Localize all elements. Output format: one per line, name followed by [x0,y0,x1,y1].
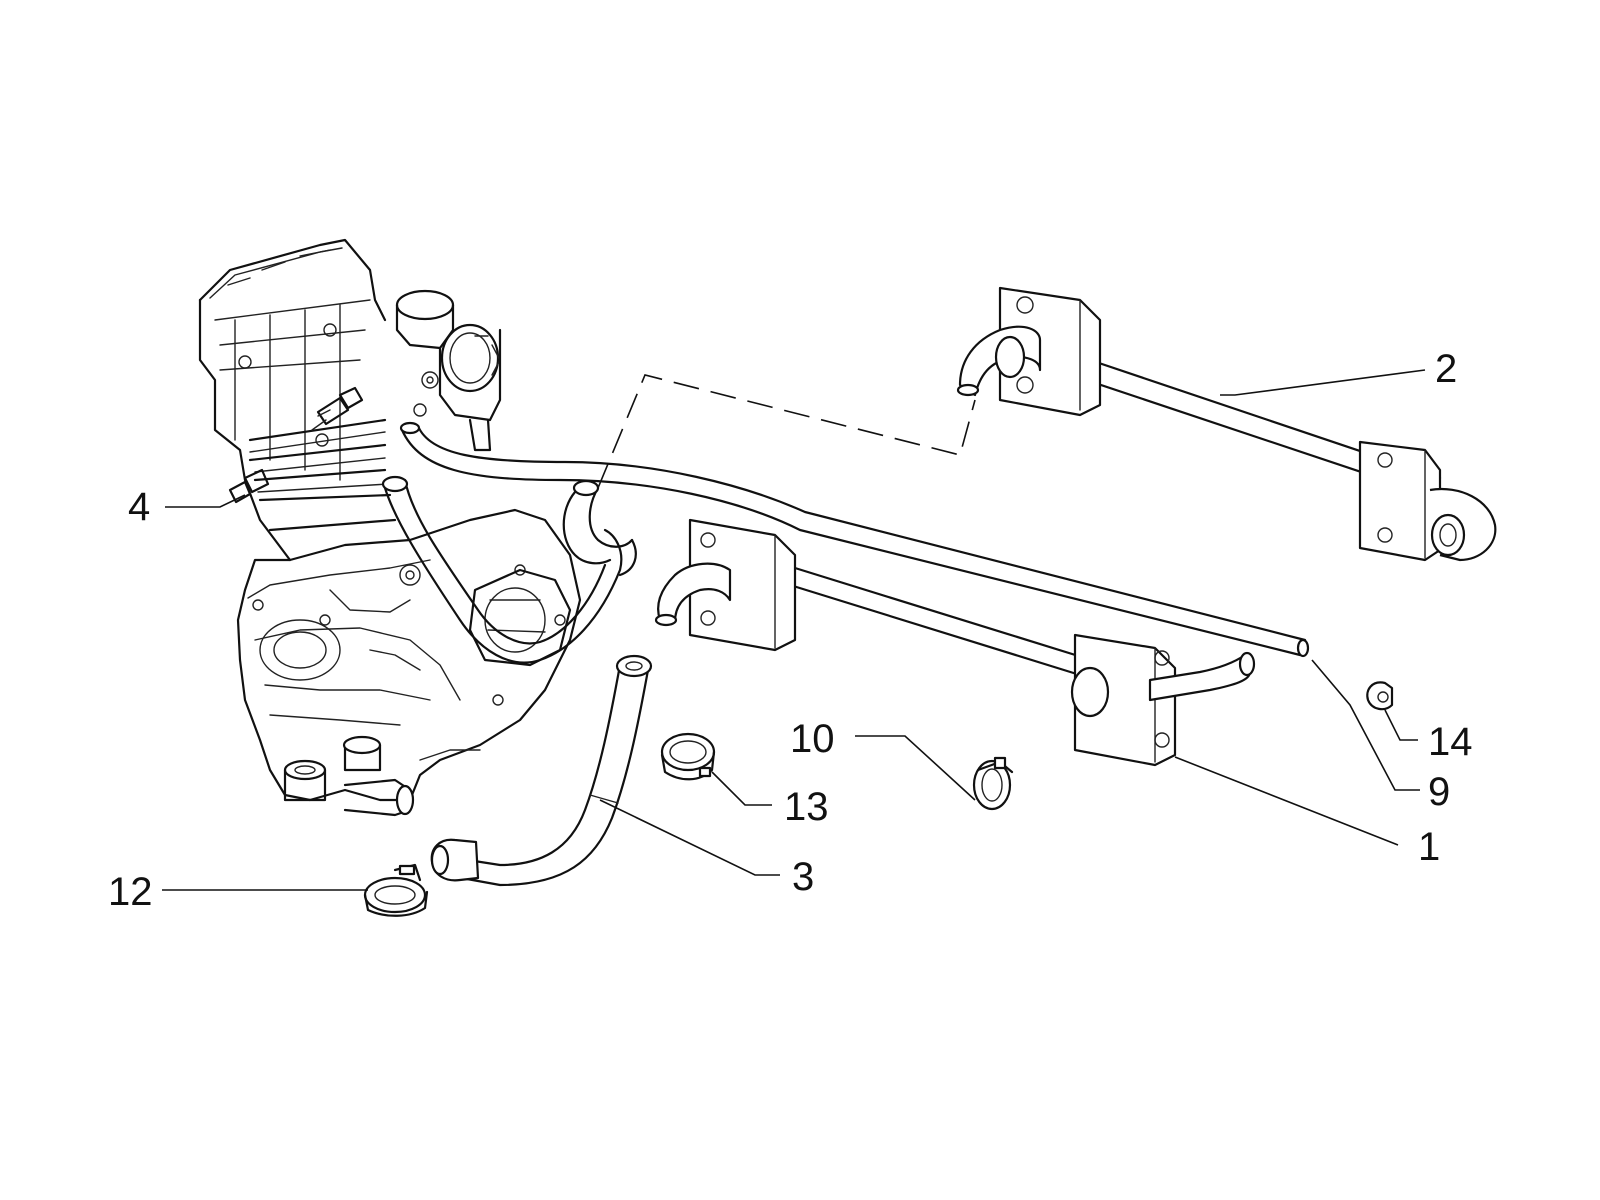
leader-10 [855,735,976,801]
fitting-part-14 [1366,681,1394,711]
hose-part-9 [399,421,1310,658]
callout-13: 13 [784,785,829,829]
callout-3: 3 [792,855,814,899]
engine-block [198,238,582,817]
callout-4: 4 [128,485,150,529]
leader-lines [162,369,1426,891]
dashed-connection-line [597,374,976,489]
callout-9: 9 [1428,770,1450,814]
leader-9 [1311,659,1420,791]
callout-14: 14 [1428,720,1473,764]
hose-part-3 [430,654,653,887]
clamp-part-12 [363,863,429,917]
leader-3 [599,799,780,876]
hose-s-bend [562,479,637,577]
leader-13 [711,771,772,806]
rail-part-1 [654,518,1256,767]
leader-2 [1220,369,1426,396]
leader-4 [165,494,246,508]
clamp-part-13 [660,732,716,781]
callout-12: 12 [108,870,153,914]
leader-1 [1174,756,1399,846]
callout-1: 1 [1418,825,1440,869]
callout-10: 10 [790,717,835,761]
leader-14 [1384,709,1418,741]
clamp-part-10 [972,756,1014,811]
callout-2: 2 [1435,347,1457,391]
rail-part-2 [956,286,1497,562]
hose-engine-loop [381,475,623,664]
